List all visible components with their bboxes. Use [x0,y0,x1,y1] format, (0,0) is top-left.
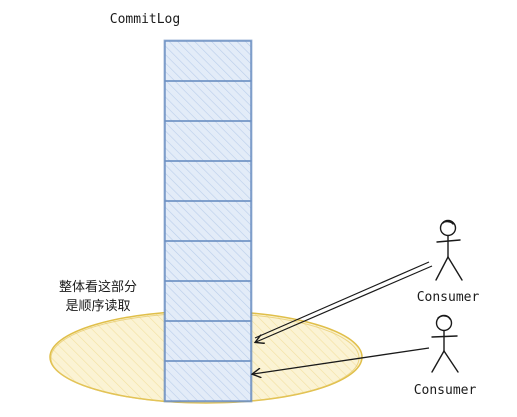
read-arrow-2 [253,347,430,374]
consumer-1: Consumer [417,219,480,305]
annotation: 整体看这部分 是顺序读取 [59,279,137,314]
log-outline [163,39,253,403]
log-segment [164,360,252,402]
read-arrow-1 [255,261,433,342]
consumer-1-label: Consumer [417,290,480,305]
consumer-2: Consumer [414,314,477,398]
annotation-line-1: 整体看这部分 [59,279,137,295]
stick-figure-icon [435,219,463,281]
annotation-line-2: 是顺序读取 [65,299,130,314]
consumer-2-label: Consumer [414,383,477,398]
commit-log-title: CommitLog [110,12,180,27]
commit-log-column [163,39,253,403]
stick-figure-icon [431,314,459,373]
